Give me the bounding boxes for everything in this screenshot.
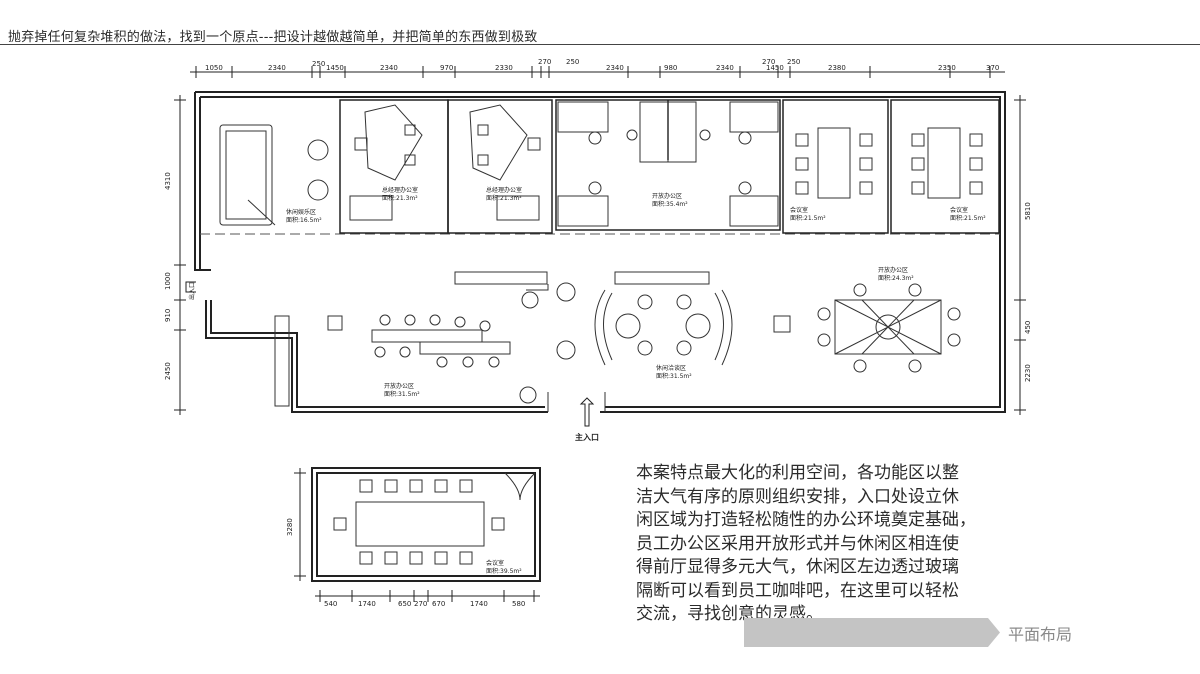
label-open-office-right: 开放办公区 [878, 266, 908, 274]
inset-left-dim: 3280 [286, 518, 294, 536]
lounge-center-furniture [547, 271, 791, 412]
label-meeting-1-area: 面积:21.5m² [790, 214, 826, 222]
label-lounge-top-area: 面积:16.5m² [286, 216, 322, 224]
left-dim-3: 910 [164, 309, 172, 322]
top-dim-7: 2330 [495, 64, 513, 72]
top-dim-5: 2340 [380, 64, 398, 72]
manager-office-furniture [349, 104, 541, 221]
interior-partitions [339, 99, 1000, 234]
left-dim-2: 1000 [164, 272, 172, 290]
lounge-top-furniture [219, 124, 329, 226]
top-dim-9: 250 [566, 58, 579, 66]
label-manager-office-2-area: 面积:21.3m² [486, 194, 522, 202]
inset-room-area: 面积:39.5m² [486, 567, 522, 575]
top-dim-2: 2340 [268, 64, 286, 72]
open-office-right-furniture [817, 283, 961, 373]
left-dimension-ticks [174, 99, 186, 411]
header-divider [0, 44, 1200, 45]
inset-bottom-dim-3: 650 [398, 600, 411, 608]
label-main-entrance: 主入口 [575, 432, 599, 442]
inset-bottom-dim-5: 670 [432, 600, 445, 608]
description-line: 洁大气有序的原则组织安排，入口处设立休 [636, 486, 959, 507]
label-open-office-top-area: 面积:35.4m² [652, 200, 688, 208]
top-dim-18: 370 [986, 64, 999, 72]
workstations-top [557, 101, 779, 227]
inset-bottom-dim-1: 540 [324, 600, 337, 608]
description-line: 隔断可以看到员工咖啡吧，在这里可以轻松 [636, 580, 959, 601]
inset-bottom-dim-6: 1740 [470, 600, 488, 608]
inset-bottom-dim-4: 270 [414, 600, 427, 608]
inset-room-label: 会议室 [486, 559, 504, 567]
label-exit: 出入口 [188, 282, 196, 300]
header-slogan: 抛弃掉任何复杂堆积的做法，找到一个原点---把设计越做越简单，并把简单的东西做到… [8, 30, 538, 45]
left-dim-4: 2450 [164, 362, 172, 380]
left-dim-1: 4310 [164, 172, 172, 190]
top-dim-8: 270 [538, 58, 551, 66]
top-dim-1: 1050 [205, 64, 223, 72]
inset-bottom-dim-2: 1740 [358, 600, 376, 608]
description-line: 闲区域为打造轻松随性的办公环境奠定基础， [636, 510, 976, 530]
label-manager-office-1-area: 面积:21.3m² [382, 194, 418, 202]
label-meeting-1: 会议室 [790, 206, 808, 214]
project-description: 本案特点最大化的利用空间，各功能区以整 洁大气有序的原则组织安排，入口处设立休 … [636, 462, 996, 627]
label-meeting-2-area: 面积:21.5m² [950, 214, 986, 222]
label-manager-office-1: 总经理办公室 [382, 186, 418, 194]
right-dim-1: 5810 [1024, 202, 1032, 220]
top-dim-11: 980 [664, 64, 677, 72]
open-office-left-furniture [274, 271, 549, 407]
label-meeting-2: 会议室 [950, 206, 968, 214]
right-dim-3: 2230 [1024, 364, 1032, 382]
description-line: 员工办公区采用开放形式并与休闲区相连使 [636, 533, 959, 554]
label-lounge-top: 休闲娱乐区 [286, 208, 316, 216]
label-open-office-left: 开放办公区 [384, 382, 414, 390]
meeting-room-furniture-top [795, 127, 983, 199]
description-line: 本案特点最大化的利用空间，各功能区以整 [636, 463, 959, 483]
top-dim-17: 2350 [938, 64, 956, 72]
inset-meeting-room-walls [311, 467, 541, 582]
top-dim-14: 1450 [766, 64, 784, 72]
top-dim-3: 250 [312, 60, 325, 68]
section-tag-label: 平面布局 [1008, 625, 1073, 644]
description-line: 得前厅显得多元大气，休闲区左边透过玻璃 [636, 557, 959, 577]
label-open-office-right-area: 面积:24.3m² [878, 274, 914, 282]
inset-bottom-dim-7: 580 [512, 600, 525, 608]
inset-meeting-room-furniture [333, 472, 536, 565]
top-dim-10: 2340 [606, 64, 624, 72]
top-dim-6: 970 [440, 64, 453, 72]
top-dim-12: 2340 [716, 64, 734, 72]
top-dim-16: 2380 [828, 64, 846, 72]
label-open-office-left-area: 面积:31.5m² [384, 390, 420, 398]
right-dimension-ticks [1014, 99, 1026, 411]
side-exit-arrow [185, 281, 196, 293]
label-lounge-center-area: 面积:31.5m² [656, 372, 692, 380]
exterior-walls [194, 91, 1006, 413]
main-entrance-arrow [579, 397, 595, 427]
label-open-office-top: 开放办公区 [652, 192, 682, 200]
label-lounge-center: 休闲洽谈区 [656, 364, 686, 372]
top-dim-4: 1450 [326, 64, 344, 72]
top-dim-13: 270 [762, 58, 775, 66]
top-dim-15: 250 [787, 58, 800, 66]
inset-dimension-lines [294, 468, 540, 602]
top-dimension-ticks [195, 66, 991, 78]
right-dim-2: 450 [1024, 321, 1032, 334]
section-tag-arrow[interactable] [744, 618, 1000, 647]
label-manager-office-2: 总经理办公室 [486, 186, 522, 194]
